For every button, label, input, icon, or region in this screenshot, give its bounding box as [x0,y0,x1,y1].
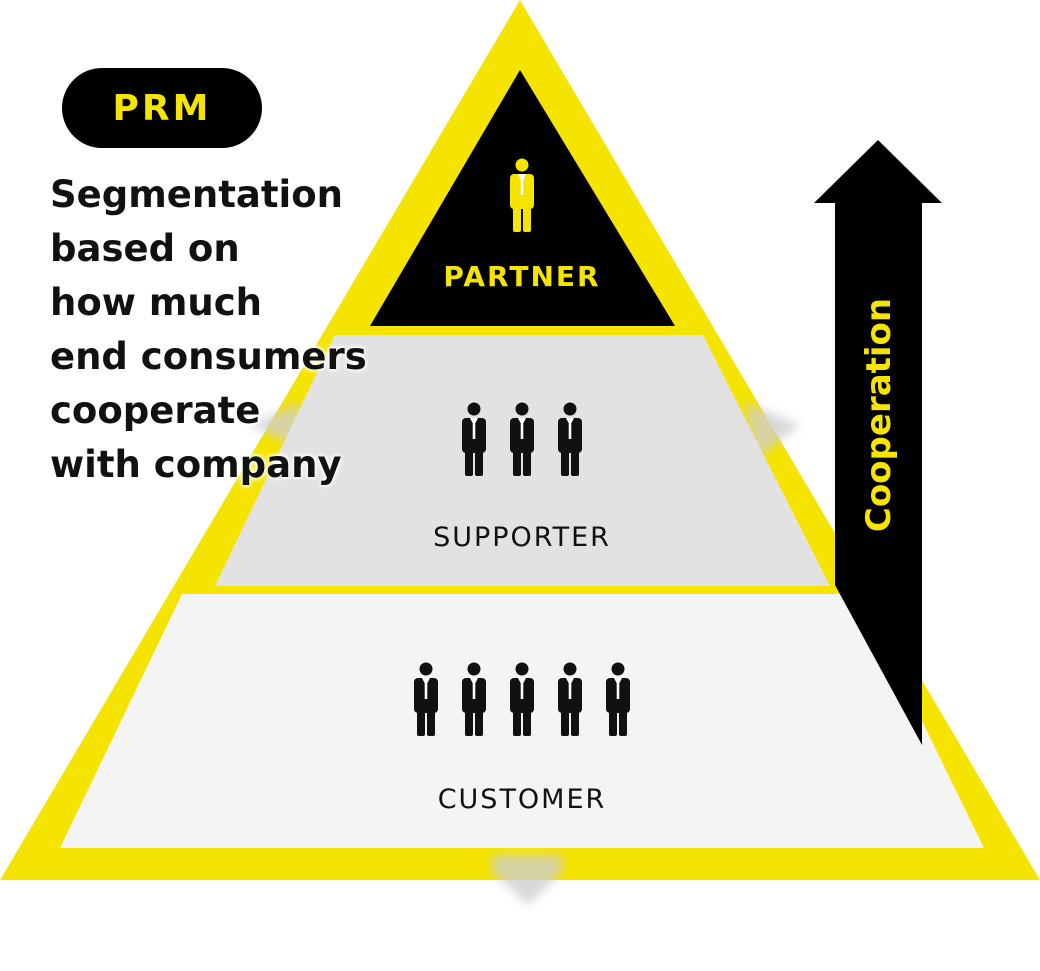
tier-customer-fill [60,594,984,848]
segmentation-description: Segmentation based on how much end consu… [50,173,367,486]
tier-label-supporter: SUPPORTER [433,522,611,553]
tier-supporter-fill [215,335,830,586]
cooperation-label: Cooperation [859,298,899,532]
prm-badge: PRM [62,68,262,148]
tier-label-customer: CUSTOMER [438,784,607,815]
prm-badge-label: PRM [112,87,212,129]
cooperation-arrow [814,140,942,745]
tier-label-partner: PARTNER [443,260,600,293]
